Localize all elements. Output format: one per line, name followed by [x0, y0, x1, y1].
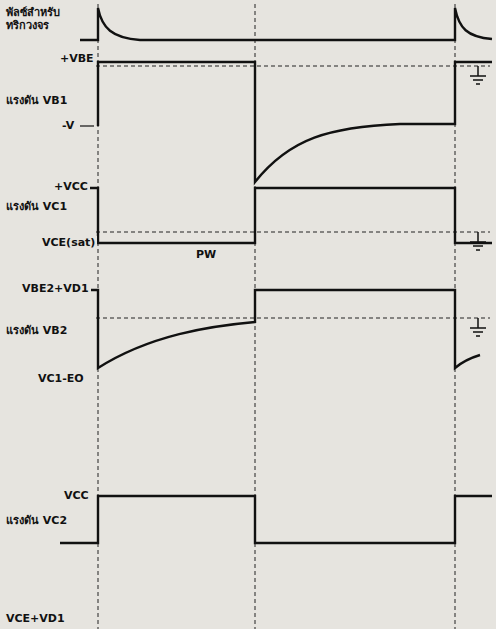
leader-line	[80, 125, 94, 126]
signal-title: แรงดัน VC2	[4, 514, 69, 527]
signal-title: แรงดัน VB2	[4, 324, 69, 337]
pulse-width-label: PW	[194, 248, 218, 261]
level-label: -V	[60, 119, 76, 132]
waveforms	[60, 8, 492, 543]
trigger-waveform	[80, 8, 492, 40]
reference-lines	[96, 4, 490, 629]
signal-title: แรงดัน VB1	[4, 94, 69, 107]
vb1-waveform	[98, 62, 492, 182]
ground-symbol	[470, 66, 486, 84]
level-line	[96, 318, 490, 319]
ground-symbols	[470, 66, 486, 336]
level-line	[96, 232, 490, 233]
level-label: +VBE	[58, 52, 96, 65]
signal-title: พัลซ์สำหรับ ทริกวงจร	[4, 6, 80, 32]
vc2-waveform	[60, 496, 492, 543]
ground-symbol	[470, 232, 486, 250]
level-label: VC1-EO	[36, 372, 86, 385]
signal-title: แรงดัน VC1	[4, 200, 69, 213]
level-label: +VCC	[52, 180, 90, 193]
vb2-waveform	[60, 290, 480, 368]
vc1-waveform	[60, 188, 492, 243]
level-label: VCE(sat)	[40, 236, 97, 249]
ground-symbol	[470, 318, 486, 336]
level-label: VCC	[62, 489, 91, 502]
level-label: VBE2+VD1	[20, 282, 91, 295]
level-line	[96, 66, 490, 67]
level-label: VCE+VD1	[4, 612, 67, 625]
